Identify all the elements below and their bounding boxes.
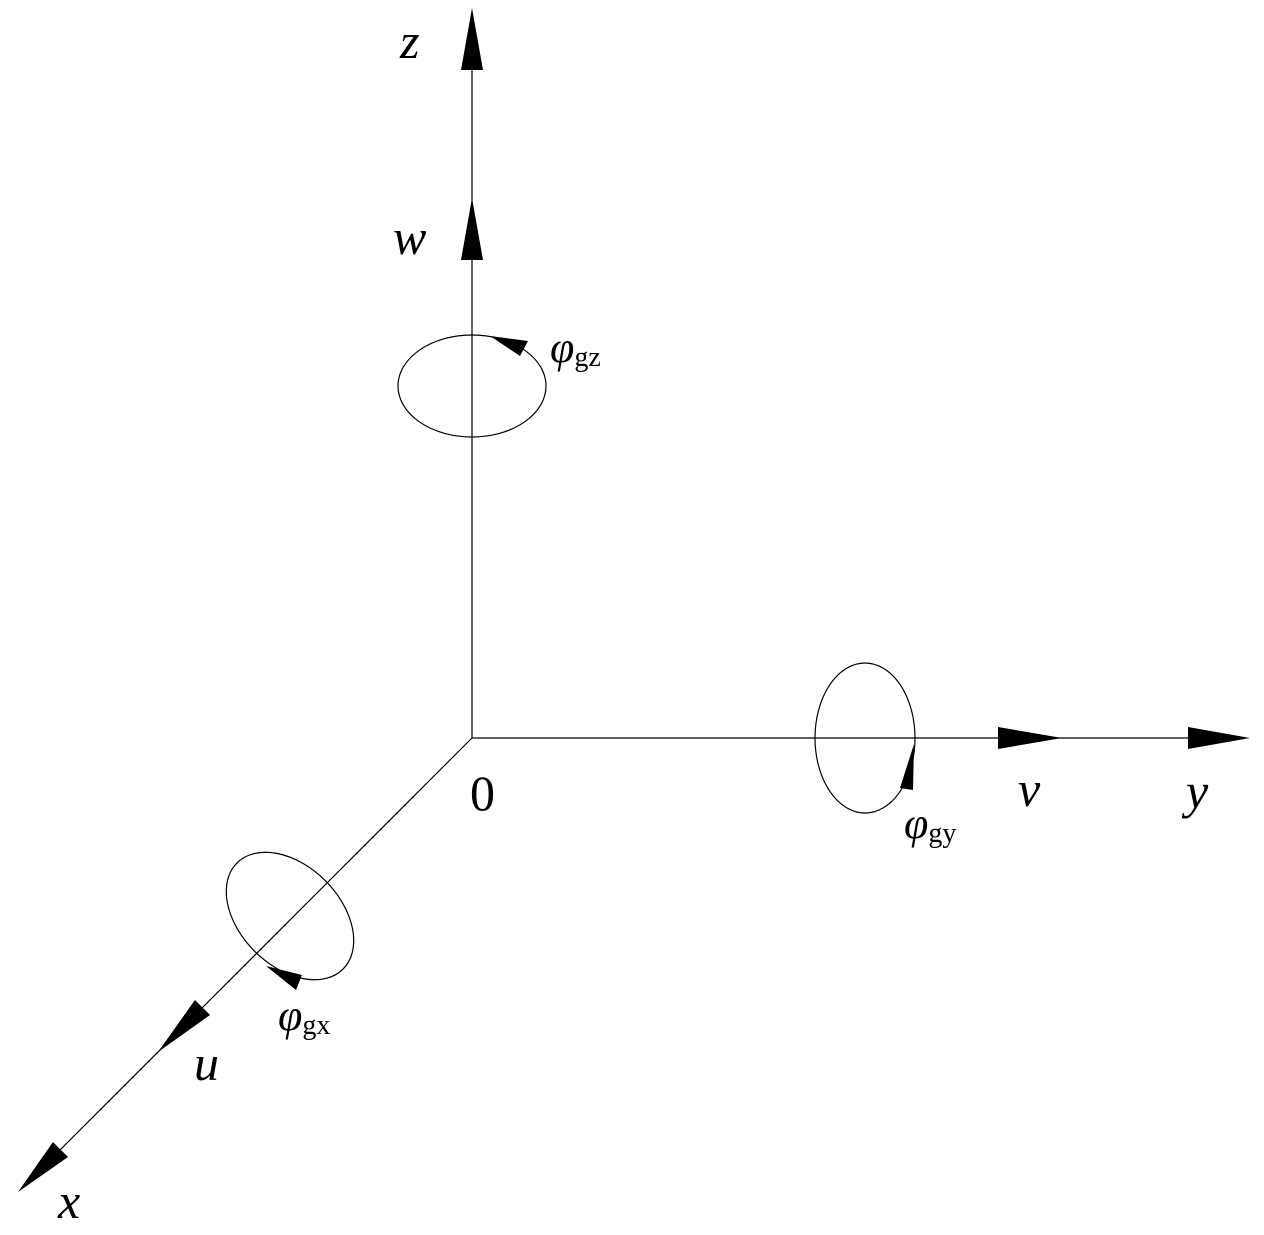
phi-gx-label: φgx <box>278 991 330 1041</box>
phi-gy-label: φgy <box>904 799 956 849</box>
phi-gz-label: φgz <box>550 323 601 373</box>
phi-gx-symbol: φ <box>278 991 302 1040</box>
z-rotation-ellipse <box>397 334 547 438</box>
phi-gz-symbol: φ <box>550 323 574 372</box>
u-displacement-label: u <box>194 1035 219 1091</box>
x-axis-label: x <box>57 1173 80 1229</box>
w-displacement-arrowhead <box>461 198 483 260</box>
z-rotation-arrowhead <box>490 336 528 356</box>
phi-gy-symbol: φ <box>904 799 928 848</box>
w-displacement-label: w <box>393 209 426 265</box>
y-rotation-arrowhead <box>900 744 914 790</box>
v-displacement-label: v <box>1018 761 1041 817</box>
u-displacement-arrowhead <box>158 1000 210 1052</box>
v-displacement-arrowhead <box>998 727 1062 749</box>
x-axis-line <box>39 737 473 1171</box>
x-rotation-ellipse <box>225 851 355 981</box>
y-rotation-ellipse <box>814 662 916 814</box>
phi-gy-subscript: gy <box>928 818 956 849</box>
phi-gx-subscript: gx <box>302 1010 330 1041</box>
y-axis-arrowhead <box>1188 727 1250 749</box>
z-axis-label: z <box>399 13 419 69</box>
z-axis-arrowhead <box>461 8 483 70</box>
x-rotation-arrowhead <box>266 966 302 990</box>
phi-gz-subscript: gz <box>574 342 600 373</box>
y-axis-label: y <box>1181 763 1209 819</box>
x-axis-arrowhead <box>18 1142 68 1192</box>
origin-label: 0 <box>470 765 495 821</box>
